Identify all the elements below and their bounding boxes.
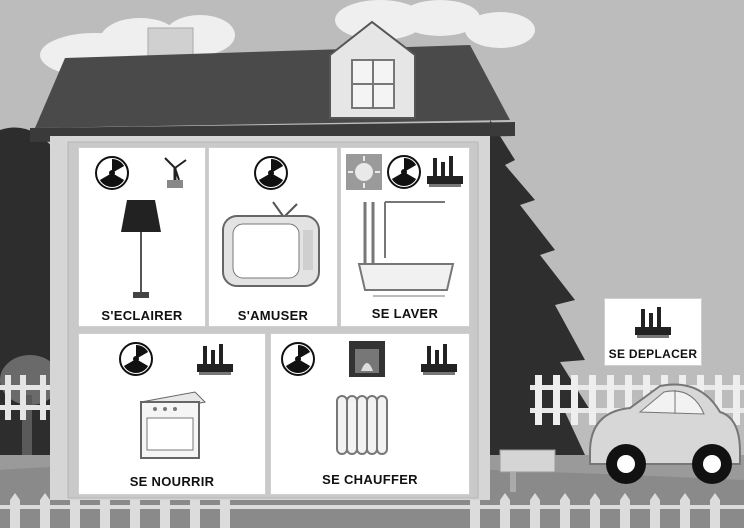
- room-label: S'AMUSER: [209, 308, 337, 323]
- bathtub: [355, 198, 459, 302]
- transport-label: SE DEPLACER: [605, 347, 701, 361]
- room-panel-eclairer[interactable]: S'ECLAIRER: [78, 147, 206, 327]
- room-label: SE NOURRIR: [79, 474, 265, 489]
- oil-refinery-icon: [197, 342, 233, 376]
- oil-refinery-icon: [427, 154, 463, 188]
- fireplace-icon: [349, 341, 385, 377]
- room-panel-chauffer[interactable]: SE CHAUFFER: [270, 333, 470, 495]
- car: [580, 372, 744, 488]
- oil-refinery-icon: [635, 305, 671, 339]
- room-panel-amuser[interactable]: S'AMUSER: [208, 147, 338, 327]
- floor-lamp: [119, 200, 163, 300]
- radiator: [333, 390, 397, 460]
- room-label: SE LAVER: [341, 306, 469, 321]
- room-label: SE CHAUFFER: [271, 472, 469, 487]
- nuclear-icon: [387, 155, 421, 189]
- nuclear-icon: [119, 342, 153, 376]
- solar-panel-icon: [346, 154, 382, 190]
- nuclear-icon: [254, 156, 288, 190]
- room-label: S'ECLAIRER: [79, 308, 205, 323]
- nuclear-icon: [281, 342, 315, 376]
- television: [219, 200, 327, 292]
- nuclear-icon: [95, 156, 129, 190]
- transport-panel[interactable]: SE DEPLACER: [604, 298, 702, 366]
- oil-refinery-icon: [421, 342, 457, 376]
- oven: [135, 388, 209, 462]
- room-panel-laver[interactable]: SE LAVER: [340, 147, 470, 327]
- windmill-icon: [161, 154, 189, 190]
- room-panel-nourrir[interactable]: SE NOURRIR: [78, 333, 266, 495]
